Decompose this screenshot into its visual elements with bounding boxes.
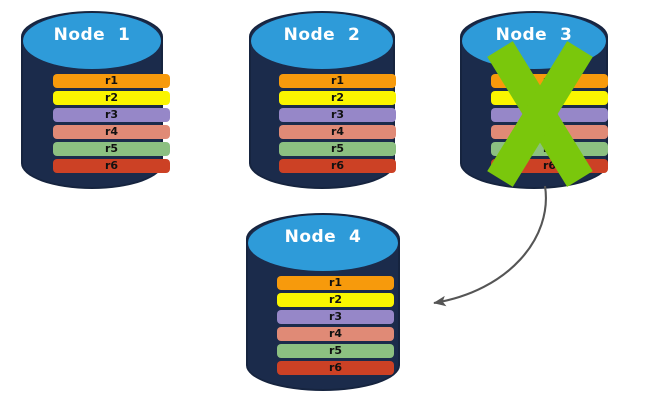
row-stack: r1 r2 r3 r4 r5 r6 [246,213,400,391]
row-stack: r1 r2 r3 r4 r5 r6 [21,11,170,189]
data-row[interactable]: r5 [53,142,170,156]
data-row[interactable]: r5 [491,142,608,156]
cylinder-top-ellipse [251,13,393,69]
data-row[interactable]: r3 [277,310,394,324]
data-row[interactable]: r5 [277,344,394,358]
node-title: Node 4 [284,227,362,247]
node-title: Node 1 [53,25,131,45]
replication-arrow-path [433,185,547,307]
data-row[interactable]: r3 [491,108,608,122]
data-row[interactable]: r3 [279,108,396,122]
data-row[interactable]: r1 [53,74,170,88]
data-row[interactable]: r3 [53,108,170,122]
data-row[interactable]: r1 [279,74,396,88]
data-row[interactable]: r6 [279,159,396,173]
data-row[interactable]: r1 [491,74,608,88]
node-title: Node 2 [283,25,361,45]
data-row[interactable]: r1 [277,276,394,290]
data-row[interactable]: r2 [277,293,394,307]
row-stack: r1 r2 r3 r4 r5 r6 [249,11,396,189]
data-row[interactable]: r6 [491,159,608,173]
node-cylinder-node1[interactable]: Node 1 r1 r2 r3 r4 r5 r6 [21,11,170,189]
cylinder-top-ellipse [248,215,398,271]
data-row[interactable]: r2 [491,91,608,105]
data-row[interactable]: r6 [277,361,394,375]
data-row[interactable]: r6 [53,159,170,173]
data-row[interactable]: r2 [53,91,170,105]
data-row[interactable]: r4 [277,327,394,341]
node-cylinder-node2[interactable]: Node 2 r1 r2 r3 r4 r5 r6 [249,11,396,189]
data-row[interactable]: r5 [279,142,396,156]
node-cylinder-node4[interactable]: Node 4 r1 r2 r3 r4 r5 r6 [246,213,400,391]
data-row[interactable]: r4 [279,125,396,139]
data-row[interactable]: r4 [491,125,608,139]
data-row[interactable]: r2 [279,91,396,105]
cylinder-top-ellipse [23,13,161,69]
node-title: Node 3 [495,25,573,45]
data-row[interactable]: r4 [53,125,170,139]
node-cylinder-node3[interactable]: Node 3 r1 r2 r3 r4 r5 r6 [460,11,608,189]
